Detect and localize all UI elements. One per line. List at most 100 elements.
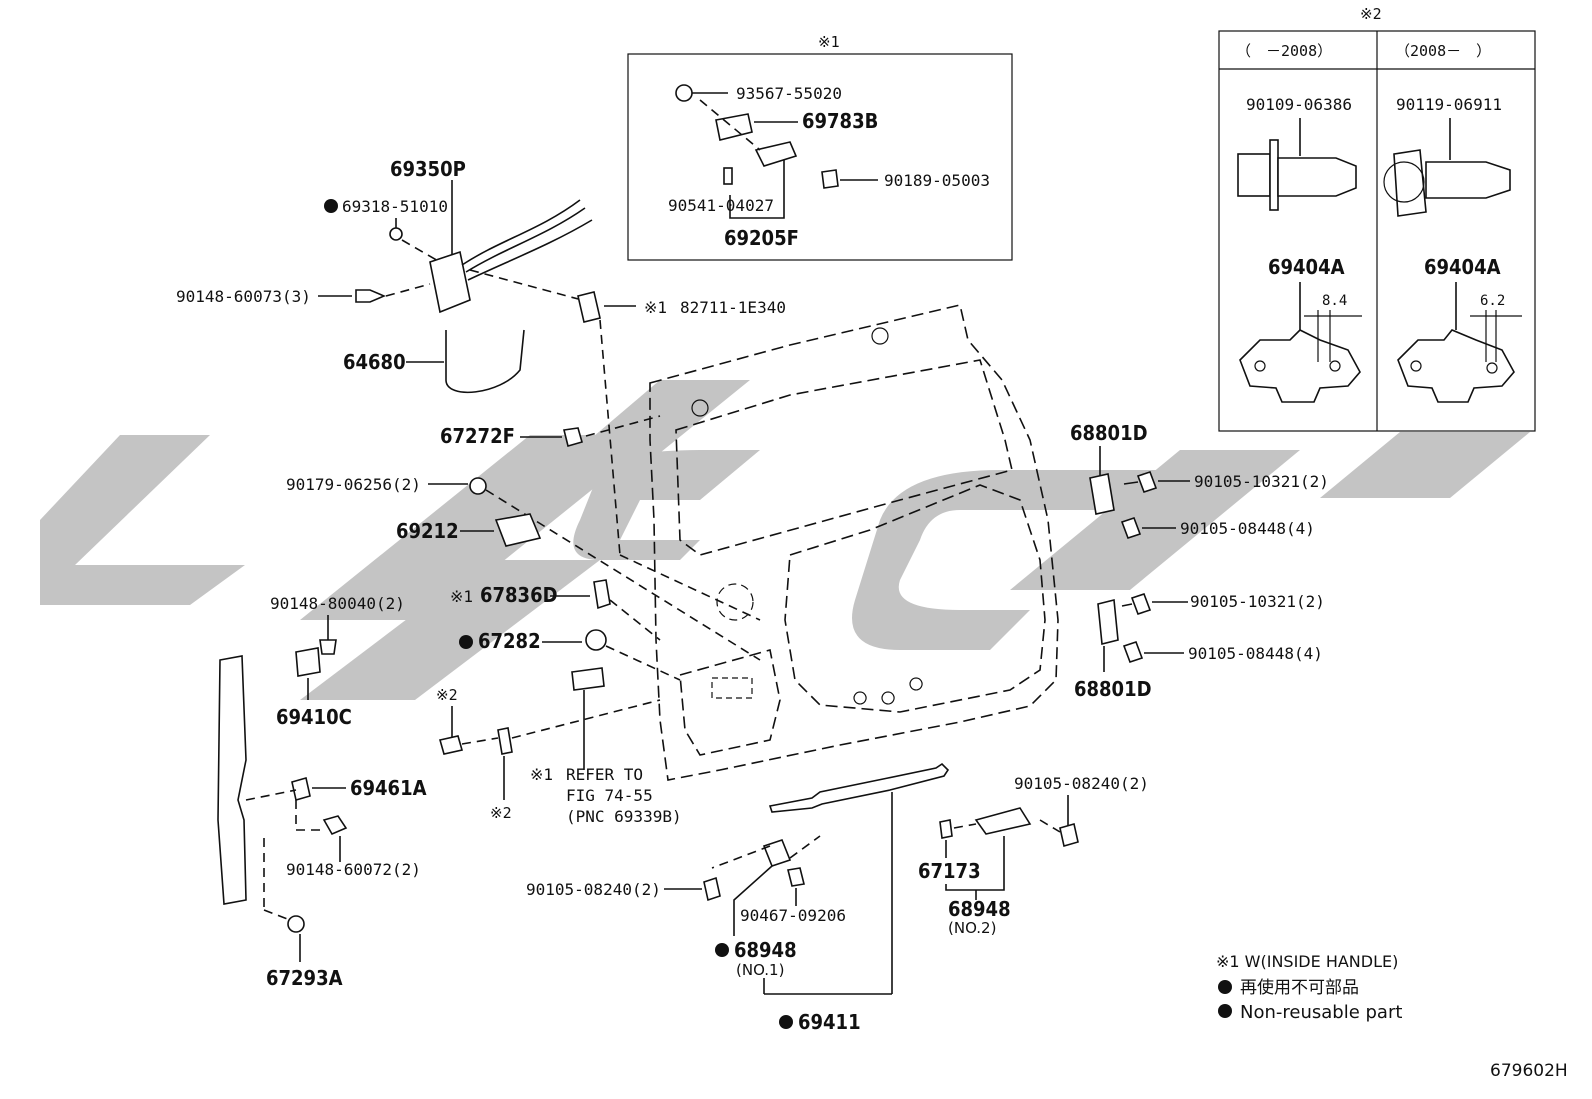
handle-bezel-ref-icon — [571, 667, 605, 691]
marker-refer: ※1 — [530, 765, 553, 784]
label-68948-no2: 68948 — [948, 897, 1011, 921]
cover-67836D-icon — [593, 579, 611, 610]
bolt-90105-10321-a-icon — [1136, 470, 1158, 494]
middle-left-parts: 67272F 90179-06256(2) 69212 ※1 67836D 67… — [286, 415, 761, 826]
hinge-parts: 68801D 90105-10321(2) 90105-08448(4) 901… — [1070, 421, 1329, 701]
non-reusable-dot — [779, 1015, 793, 1029]
non-reusable-dot — [324, 199, 338, 213]
bracket-68948-no1-icon — [762, 839, 792, 867]
label-90467-09206: 90467-09206 — [740, 906, 846, 925]
non-reusable-dot — [459, 635, 473, 649]
marker-82711: ※1 — [644, 298, 667, 317]
bolt-90105-08448-a-icon — [1120, 516, 1142, 540]
bracket-69404A-col2-icon — [1397, 282, 1522, 403]
label-68948-no1: 68948 — [734, 938, 797, 962]
label-69404A-col1: 69404A — [1268, 255, 1345, 279]
screw-90541-icon — [723, 167, 733, 185]
inset2-marker: ※2 — [1360, 5, 1382, 23]
inset-bolt-table: ※2 （ －2008） （2008－ ） 90109-06386 90119-0… — [1218, 5, 1536, 432]
outside-handle-69212-icon — [494, 513, 542, 547]
label-68801D-top: 68801D — [1070, 421, 1148, 445]
legend-note1: ※1 W(INSIDE HANDLE) — [1216, 952, 1398, 971]
striker-69461A-icon — [291, 776, 311, 802]
hinge-bottom-icon — [1097, 598, 1119, 646]
nut-90467-icon — [787, 867, 805, 887]
col1-header: （ －2008） — [1236, 42, 1332, 60]
bolt-90105-10321-b-icon — [1130, 592, 1152, 616]
stopper-67293A-icon — [287, 915, 305, 933]
label-68801D-bottom: 68801D — [1074, 677, 1152, 701]
figure-code: 679602H — [1490, 1061, 1568, 1081]
inset1-marker: ※1 — [818, 33, 840, 51]
inset-inside-handle: ※1 93567-55020 69783B 90189-05003 90541-… — [627, 33, 1013, 261]
label-no2: (NO.2) — [948, 919, 996, 937]
bracket-note2-icon — [497, 727, 513, 755]
lower-left-parts: 90148-80040(2) 69410C 69461A 90148-60072… — [217, 594, 427, 990]
label-67173: 67173 — [918, 859, 981, 883]
label-69411: 69411 — [798, 1010, 861, 1034]
legend-dot-1 — [1218, 980, 1232, 994]
bolt-90105-08240-r-icon — [1059, 822, 1079, 848]
marker-note2-bracket: ※2 — [490, 804, 512, 822]
label-90105-10321-a: 90105-10321(2) — [1194, 472, 1329, 491]
label-93567-55020: 93567-55020 — [736, 84, 842, 103]
cushion-67272F-icon — [563, 427, 583, 447]
label-69205F: 69205F — [724, 226, 799, 250]
hinge-top-icon — [1089, 473, 1115, 515]
legend-non-reusable-en: Non-reusable part — [1240, 1002, 1402, 1023]
label-67282: 67282 — [478, 629, 541, 653]
label-90109-06386: 90109-06386 — [1246, 95, 1352, 114]
damper-stay-69411-icon — [768, 762, 950, 813]
label-64680: 64680 — [343, 350, 406, 374]
door-lock-icon — [429, 250, 471, 314]
back-door-panel-illustration — [649, 304, 1059, 781]
label-90148-60072: 90148-60072(2) — [286, 860, 421, 879]
bolt-90105-08448-b-icon — [1122, 640, 1144, 664]
refer-line2: FIG 74-55 — [566, 786, 653, 805]
label-67293A: 67293A — [266, 966, 343, 990]
legend-dot-2 — [1218, 1004, 1232, 1018]
label-90105-10321-b: 90105-10321(2) — [1190, 592, 1325, 611]
marker-67836D: ※1 — [450, 587, 473, 606]
label-69350P: 69350P — [390, 157, 466, 181]
legend: ※1 W(INSIDE HANDLE) 再使用不可部品 Non-reusable… — [1216, 952, 1402, 1023]
bracket-68948-no2-icon — [974, 807, 1032, 835]
label-69461A: 69461A — [350, 776, 427, 800]
label-69404A-col2: 69404A — [1424, 255, 1501, 279]
label-69783B: 69783B — [802, 109, 878, 133]
label-69318-51010: 69318-51010 — [342, 197, 448, 216]
watermark-logo — [40, 380, 1530, 700]
cable-64680-icon — [445, 329, 525, 394]
refer-line3: (PNC 69339B) — [566, 807, 682, 826]
screw-90148-60073-icon — [355, 289, 387, 303]
label-no1: (NO.1) — [736, 961, 784, 979]
label-90189-05003: 90189-05003 — [884, 171, 990, 190]
legend-non-reusable-ja: 再使用不可部品 — [1240, 977, 1359, 998]
label-67272F: 67272F — [440, 424, 515, 448]
lock-assembly-group: 69350P 69318-51010 90148-60073(3) ※1 827… — [176, 157, 786, 621]
inside-handle-icon — [754, 141, 798, 167]
bolt-90109-icon — [1237, 118, 1357, 211]
label-90541-04027: 90541-04027 — [668, 196, 774, 215]
handle-bezel-icon — [715, 113, 753, 141]
label-90105-08240-left: 90105-08240(2) — [526, 880, 661, 899]
bracket-69404A-col1-icon — [1239, 282, 1362, 403]
body-pillar-icon — [217, 655, 247, 905]
clip-icon — [821, 169, 839, 189]
nut-90179-icon — [469, 477, 487, 495]
retainer-69318-icon — [389, 227, 403, 241]
label-90148-60073: 90148-60073(3) — [176, 287, 311, 306]
col2-header: （2008－ ） — [1395, 42, 1491, 60]
cushion-67282-icon — [585, 629, 607, 651]
label-90148-80040: 90148-80040(2) — [270, 594, 405, 613]
label-82711-1E340: 82711-1E340 — [680, 298, 786, 317]
label-90105-08448-b: 90105-08448(4) — [1188, 644, 1323, 663]
switch-82711-icon — [577, 291, 601, 323]
label-90119-06911: 90119-06911 — [1396, 95, 1502, 114]
label-69410C: 69410C — [276, 705, 352, 729]
inset1-frame — [627, 53, 1013, 261]
bolt-90119-icon — [1383, 118, 1511, 217]
non-reusable-dot — [715, 943, 729, 957]
refer-line1: REFER TO — [566, 765, 643, 784]
